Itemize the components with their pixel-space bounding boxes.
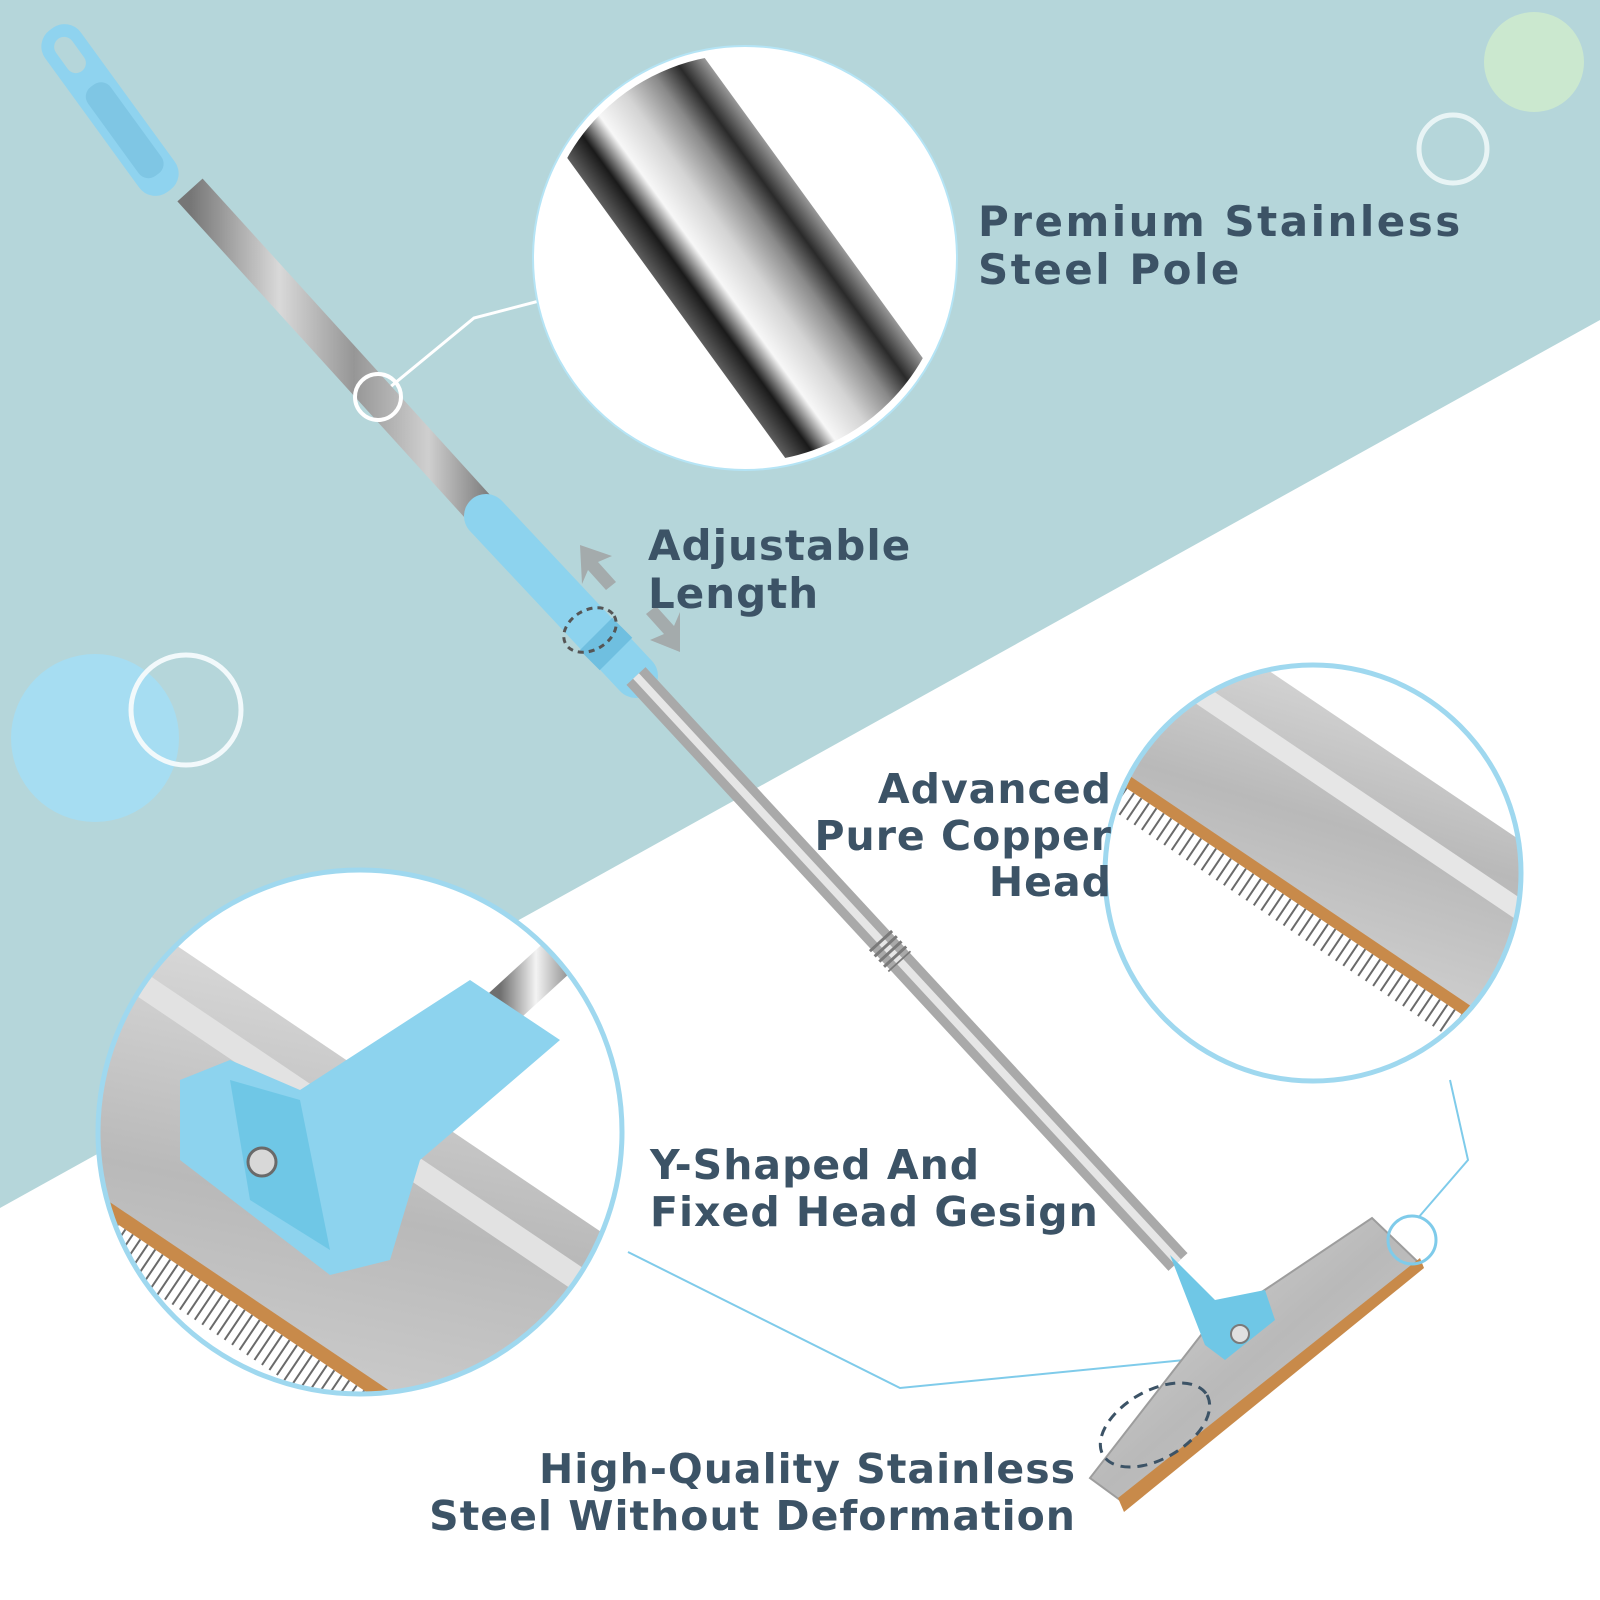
label-steel-line1: High-Quality Stainless: [538, 1445, 1076, 1493]
label-adjustable-length: Adjustable Length: [648, 522, 911, 618]
label-copper-line1: Advanced: [877, 765, 1112, 813]
mop: [41, 24, 1424, 1512]
connector-copper: [1417, 1079, 1470, 1219]
outline-bubble-left: [128, 652, 244, 768]
label-pole-line1: Premium Stainless: [978, 197, 1463, 246]
detail-pole-circle: [532, 45, 958, 471]
label-premium-steel-pole: Premium Stainless Steel Pole: [978, 198, 1463, 294]
blue-bubble: [11, 654, 179, 822]
label-copper-line3: Head: [988, 858, 1112, 907]
label-y-shaped-head: Y-Shaped And Fixed Head Gesign: [650, 1142, 1099, 1235]
label-length-line2: Length: [648, 568, 820, 618]
steel-marker: [1098, 1381, 1212, 1469]
pole-marker: [353, 372, 403, 422]
green-bubble: [1484, 12, 1584, 112]
label-copper-line2: Pure Copper: [814, 811, 1112, 860]
label-stainless-steel: High-Quality Stainless Steel Without Def…: [429, 1446, 1076, 1539]
adjust-arrows-icon: [580, 545, 680, 652]
label-yhead-line1: Y-Shaped And: [650, 1141, 981, 1189]
label-yhead-line2: Fixed Head Gesign: [650, 1187, 1099, 1236]
connector-pole: [377, 298, 544, 399]
connector-yhead: [627, 1251, 1226, 1390]
label-copper-head: Advanced Pure Copper Head: [814, 766, 1112, 906]
label-length-line1: Adjustable: [648, 521, 912, 570]
label-steel-line2: Steel Without Deformation: [429, 1491, 1076, 1540]
copper-marker: [1386, 1214, 1438, 1266]
detail-copper-circle: [1102, 662, 1524, 1084]
length-marker: [562, 606, 618, 654]
label-pole-line2: Steel Pole: [978, 244, 1242, 294]
outline-bubble-top: [1416, 112, 1490, 186]
